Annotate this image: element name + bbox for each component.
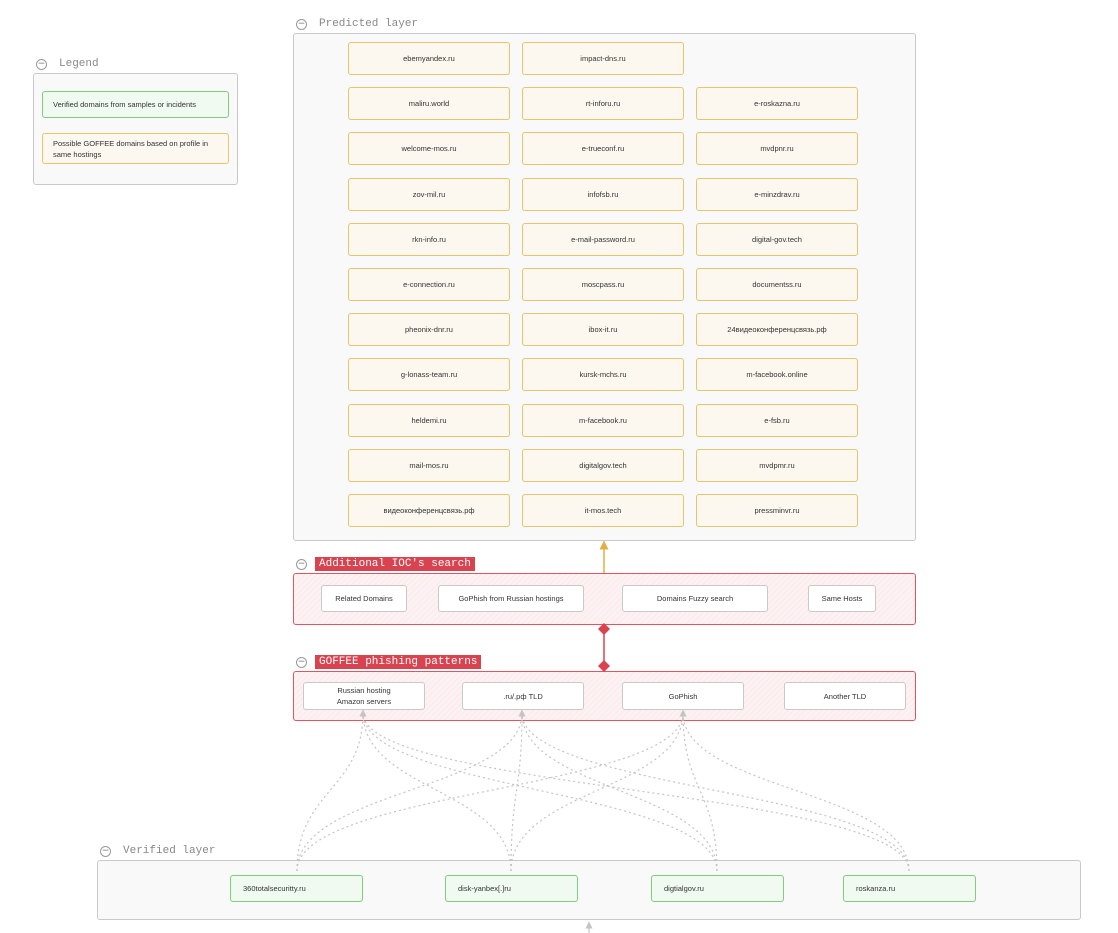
- predicted-domain[interactable]: ibox-it.ru: [522, 313, 684, 346]
- predicted-domain[interactable]: welcome-mos.ru: [348, 132, 510, 165]
- collapse-icon[interactable]: −: [296, 18, 307, 30]
- patterns-title: − GOFFEE phishing patterns: [296, 655, 482, 669]
- predicted-domain[interactable]: documentss.ru: [696, 268, 858, 301]
- predicted-domain[interactable]: g-lonass-team.ru: [348, 358, 510, 391]
- edge-verified-link: [296, 709, 687, 872]
- edge-verified-link: [521, 712, 718, 872]
- ioc-search-title: − Additional IOC's search: [296, 557, 475, 571]
- predicted-domain[interactable]: видеоконференцсвязь.рф: [348, 494, 510, 527]
- predicted-domain[interactable]: m-facebook.online: [696, 358, 858, 391]
- edge-verified-link: [296, 709, 367, 872]
- legend-verified: Verified domains from samples or inciden…: [42, 91, 229, 118]
- verified-layer-container: 360totalsecuritty.ru disk-yanbex[.]ru di…: [97, 860, 1081, 920]
- pattern-item[interactable]: Another TLD: [784, 682, 906, 710]
- patterns-title-label: GOFFEE phishing patterns: [315, 655, 482, 669]
- ioc-item[interactable]: Same Hosts: [808, 585, 876, 612]
- predicted-domain[interactable]: infofsb.ru: [522, 178, 684, 211]
- predicted-domain[interactable]: 24видеоконференцсвязь.рф: [696, 313, 858, 346]
- predicted-domain[interactable]: m-facebook.ru: [522, 404, 684, 437]
- predicted-domain[interactable]: zov-mil.ru: [348, 178, 510, 211]
- edge-verified-link: [682, 712, 910, 872]
- predicted-domain[interactable]: digitalgov.tech: [522, 449, 684, 482]
- predicted-layer-title: − Predicted layer: [296, 17, 422, 31]
- collapse-icon[interactable]: −: [296, 558, 307, 570]
- edge-verified-link: [362, 712, 718, 872]
- predicted-domain[interactable]: mail-mos.ru: [348, 449, 510, 482]
- predicted-domain[interactable]: impact-dns.ru: [522, 42, 684, 75]
- legend-possible: Possible GOFFEE domains based on profile…: [42, 133, 229, 164]
- legend-title: − Legend: [36, 57, 103, 71]
- ioc-item[interactable]: GoPhish from Russian hostings: [438, 585, 584, 612]
- ioc-item[interactable]: Domains Fuzzy search: [622, 585, 768, 612]
- edge-verified-link: [521, 712, 910, 872]
- predicted-domain[interactable]: it-mos.tech: [522, 494, 684, 527]
- predicted-layer-title-label: Predicted layer: [319, 18, 419, 30]
- predicted-domain[interactable]: moscpass.ru: [522, 268, 684, 301]
- predicted-domain[interactable]: kursk-mchs.ru: [522, 358, 684, 391]
- edge-verified-link: [362, 712, 512, 872]
- predicted-domain[interactable]: digital-gov.tech: [696, 223, 858, 256]
- predicted-domain[interactable]: e-mail-password.ru: [522, 223, 684, 256]
- pattern-item[interactable]: Russian hosting Amazon servers: [303, 682, 425, 710]
- predicted-domain[interactable]: pressminvr.ru: [696, 494, 858, 527]
- edge-verified-link: [296, 709, 526, 872]
- verified-layer-title: − Verified layer: [100, 844, 219, 858]
- predicted-domain[interactable]: rt-inforu.ru: [522, 87, 684, 120]
- ioc-search-title-label: Additional IOC's search: [315, 557, 475, 571]
- predicted-domain[interactable]: pheonix-dnr.ru: [348, 313, 510, 346]
- verified-layer-title-label: Verified layer: [123, 845, 216, 857]
- predicted-domain[interactable]: e-fsb.ru: [696, 404, 858, 437]
- edge-verified-link: [362, 712, 910, 872]
- predicted-domain[interactable]: mvdpmr.ru: [696, 449, 858, 482]
- predicted-domain[interactable]: maliru.world: [348, 87, 510, 120]
- predicted-domain[interactable]: e-minzdrav.ru: [696, 178, 858, 211]
- predicted-domain[interactable]: e-roskazna.ru: [696, 87, 858, 120]
- verified-domain[interactable]: digtialgov.ru: [651, 875, 784, 902]
- collapse-icon[interactable]: −: [36, 58, 47, 70]
- predicted-domain[interactable]: e-trueconf.ru: [522, 132, 684, 165]
- predicted-domain[interactable]: e-connection.ru: [348, 268, 510, 301]
- legend-title-label: Legend: [59, 58, 99, 70]
- verified-domain[interactable]: roskanza.ru: [843, 875, 976, 902]
- verified-domain[interactable]: 360totalsecuritty.ru: [230, 875, 363, 902]
- legend-container: Verified domains from samples or inciden…: [33, 73, 238, 185]
- collapse-icon[interactable]: −: [296, 656, 307, 668]
- predicted-domain[interactable]: rkn-info.ru: [348, 223, 510, 256]
- predicted-domain[interactable]: mvdpnr.ru: [696, 132, 858, 165]
- ioc-item[interactable]: Related Domains: [321, 585, 407, 612]
- edge-verified-link: [510, 712, 523, 872]
- verified-domain[interactable]: disk-yanbex[.]ru: [445, 875, 578, 902]
- predicted-layer-container: ebemyandex.ru impact-dns.ru maliru.world rt…: [293, 33, 916, 541]
- patterns-container: Russian hosting Amazon servers .ru/.рф T…: [293, 671, 916, 721]
- collapse-icon[interactable]: −: [100, 845, 111, 857]
- ioc-search-container: Related Domains GoPhish from Russian hos…: [293, 573, 916, 625]
- predicted-domain[interactable]: ebemyandex.ru: [348, 42, 510, 75]
- pattern-item[interactable]: GoPhish: [622, 682, 744, 710]
- predicted-domain[interactable]: heldemi.ru: [348, 404, 510, 437]
- edge-verified-link: [682, 712, 718, 872]
